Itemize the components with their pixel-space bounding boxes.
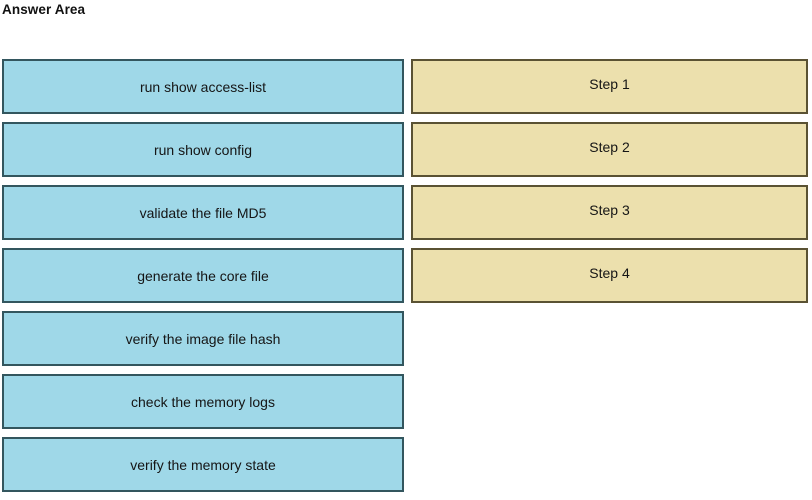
step-label: Step 4 [589,265,630,281]
step-label: Step 3 [589,202,630,218]
option-item-label: verify the memory state [130,456,276,473]
option-item-label: run show config [153,141,253,158]
option-item[interactable]: generate the core file [2,248,404,303]
option-item-label: check the memory logs [131,393,275,410]
option-item[interactable]: verify the memory state [2,437,404,492]
option-item-label: verify the image file hash [125,330,281,347]
options-column: run show access-list run show config val… [2,59,404,500]
option-item[interactable]: check the memory logs [2,374,404,429]
option-item-label: validate the file MD5 [139,204,267,221]
option-item[interactable]: validate the file MD5 [2,185,404,240]
option-item[interactable]: run show config [2,122,404,177]
option-item-label: run show access-list [139,78,267,95]
step-drop-target[interactable]: Step 3 [411,185,808,240]
step-drop-target[interactable]: Step 1 [411,59,808,114]
option-item-label: generate the core file [137,267,269,284]
steps-column: Step 1 Step 2 Step 3 Step 4 [411,59,809,311]
page-title: Answer Area [2,2,86,17]
option-item[interactable]: verify the image file hash [2,311,404,366]
step-drop-target[interactable]: Step 4 [411,248,808,303]
step-label: Step 1 [589,76,630,92]
step-label: Step 2 [589,139,630,155]
option-item[interactable]: run show access-list [2,59,404,114]
step-drop-target[interactable]: Step 2 [411,122,808,177]
